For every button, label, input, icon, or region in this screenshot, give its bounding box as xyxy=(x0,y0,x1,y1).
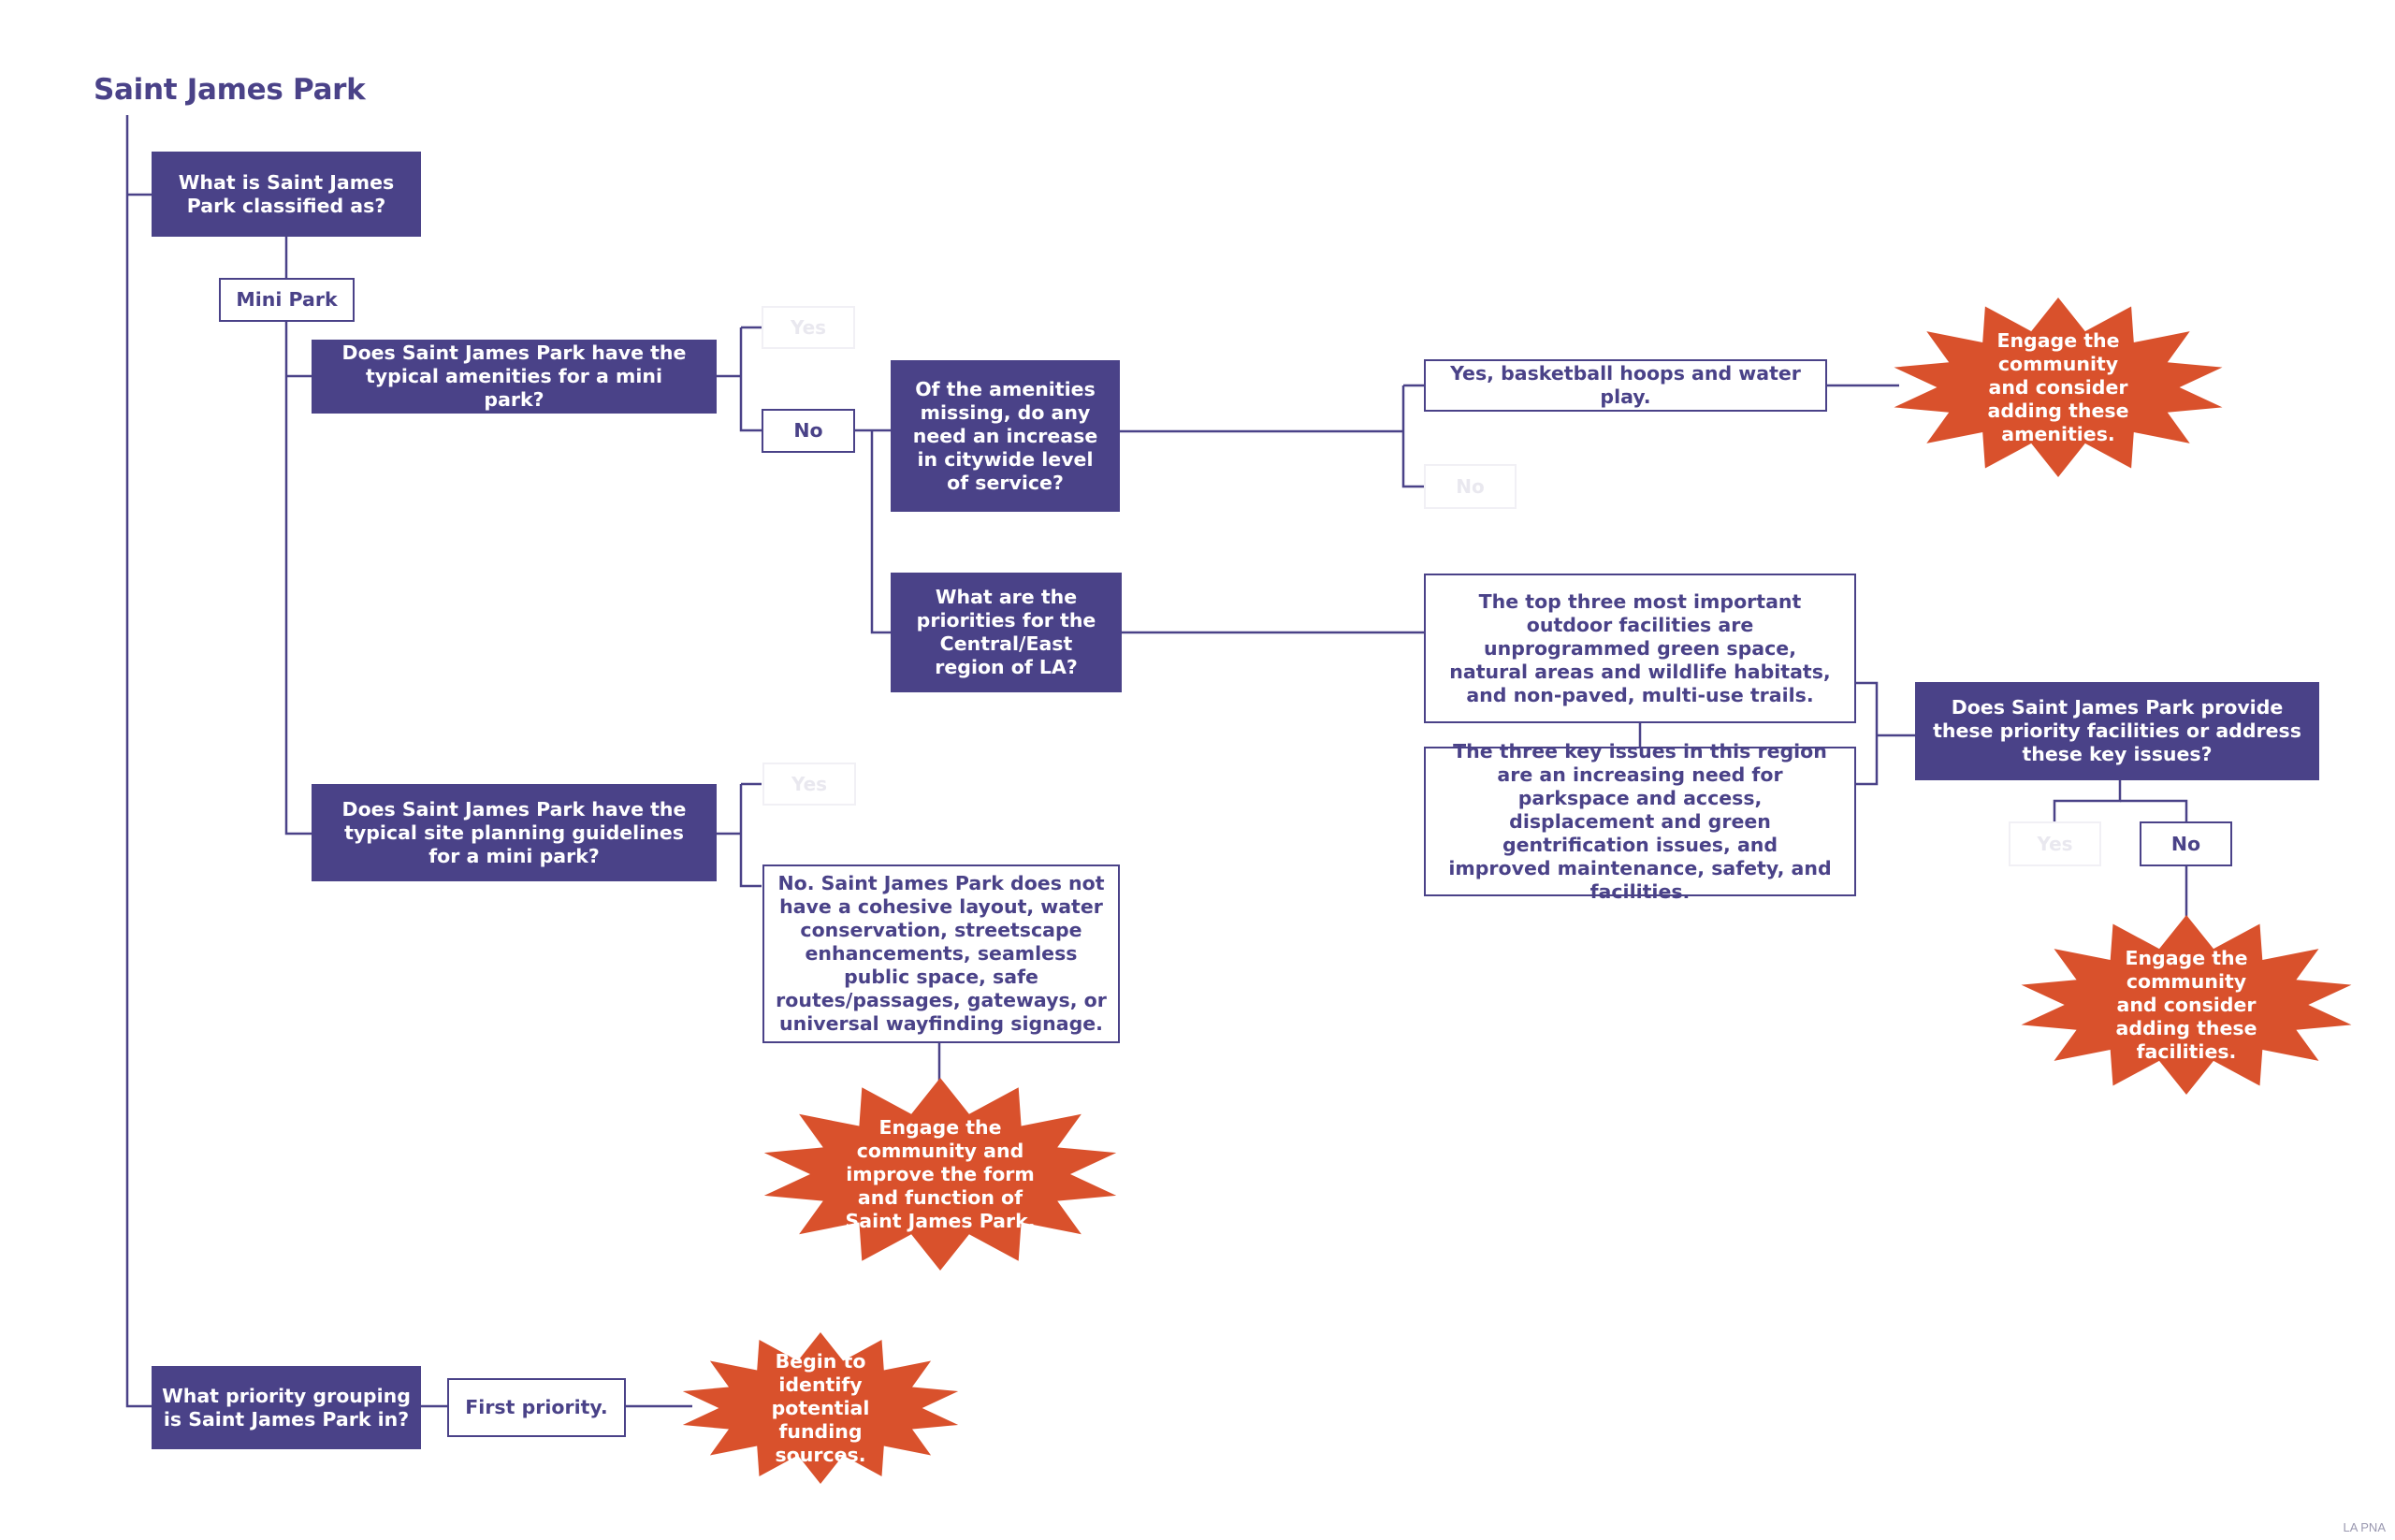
result-engage-form-function-text: Engage the community and improve the for… xyxy=(845,1115,1036,1232)
connector-no-to-priorities xyxy=(870,430,891,634)
footer-credit: LA PNA xyxy=(2343,1520,2386,1534)
question-amenities-text: Does Saint James Park have the typical a… xyxy=(341,341,687,411)
answer-site-yes: Yes xyxy=(762,763,856,806)
answer-top-three-facilities-text: The top three most important outdoor fac… xyxy=(1449,589,1831,706)
answer-missing-no: No xyxy=(1424,464,1517,509)
answer-mini-park: Mini Park xyxy=(219,278,355,322)
question-priority-group: What priority grouping is Saint James Pa… xyxy=(152,1366,421,1449)
answer-key-issues: The three key issues in this region are … xyxy=(1424,740,1856,903)
burst-shape xyxy=(1894,298,2223,477)
question-priority-group-text: What priority grouping is Saint James Pa… xyxy=(162,1384,411,1431)
question-amenities: Does Saint James Park have the typical a… xyxy=(312,340,717,414)
result-funding: Begin to identify potential funding sour… xyxy=(677,1330,964,1486)
answer-provide-no-text: No xyxy=(2170,832,2201,855)
connector-minipark-spine xyxy=(284,322,312,835)
answer-key-issues-text: The three key issues in this region are … xyxy=(1448,739,1832,903)
burst-shape xyxy=(2021,915,2352,1095)
connector-provide-branch xyxy=(2053,780,2122,821)
question-priorities-text: What are the priorities for the Central/… xyxy=(916,586,1096,678)
answer-provide-no: No xyxy=(2140,821,2232,866)
result-engage-facilities-text: Engage the community and consider adding… xyxy=(2115,946,2257,1063)
answer-top-three-facilities: The top three most important outdoor fac… xyxy=(1424,574,1856,723)
answer-amenities-no-text: No xyxy=(793,419,823,442)
answer-site-no-text: No. Saint James Park does not have a coh… xyxy=(776,872,1107,1035)
result-engage-amenities: Engage the community and consider adding… xyxy=(1888,296,2228,479)
answer-mini-park-text: Mini Park xyxy=(236,288,338,311)
answer-amenities-no: No xyxy=(762,409,855,453)
question-classification: What is Saint James Park classified as? xyxy=(152,152,421,237)
question-priorities: What are the priorities for the Central/… xyxy=(891,573,1122,692)
question-site-planning-text: Does Saint James Park have the typical s… xyxy=(341,797,687,867)
result-engage-amenities-text: Engage the community and consider adding… xyxy=(1987,328,2129,445)
answer-provide-yes: Yes xyxy=(2009,821,2101,866)
question-missing-amenities: Of the amenities missing, do any need an… xyxy=(891,360,1120,512)
answer-provide-yes-text: Yes xyxy=(2037,832,2073,855)
answer-first-priority-text: First priority. xyxy=(465,1396,608,1418)
page-title: Saint James Park xyxy=(94,73,366,107)
result-engage-facilities: Engage the community and consider adding… xyxy=(2015,913,2358,1097)
question-missing-amenities-text: Of the amenities missing, do any need an… xyxy=(912,377,1098,494)
answer-first-priority: First priority. xyxy=(447,1378,626,1437)
answer-amenities-yes-text: Yes xyxy=(790,315,827,339)
question-site-planning: Does Saint James Park have the typical s… xyxy=(312,784,717,881)
question-provide-facilities-text: Does Saint James Park provide these prio… xyxy=(1933,696,2301,765)
answer-basketball-water-play-text: Yes, basketball hoops and water play. xyxy=(1450,362,1801,408)
question-classification-text: What is Saint James Park classified as? xyxy=(178,170,395,217)
answer-site-yes-text: Yes xyxy=(791,772,828,795)
burst-shape xyxy=(763,1078,1117,1271)
answer-basketball-water-play: Yes, basketball hoops and water play. xyxy=(1424,359,1827,412)
result-engage-form-function: Engage the community and improve the for… xyxy=(758,1076,1123,1272)
connector-main-spine xyxy=(125,115,152,1408)
connector-amenities-yes xyxy=(739,327,762,432)
answer-site-no: No. Saint James Park does not have a coh… xyxy=(762,864,1120,1043)
connector-answers-to-provide xyxy=(1856,681,1879,786)
burst-shape xyxy=(682,1332,959,1484)
connector-site-branch xyxy=(739,784,762,888)
answer-amenities-yes: Yes xyxy=(762,306,855,349)
result-funding-text: Begin to identify potential funding sour… xyxy=(771,1349,870,1466)
connector-missing-branch xyxy=(1401,385,1424,488)
question-provide-facilities: Does Saint James Park provide these prio… xyxy=(1915,682,2319,780)
answer-missing-no-text: No xyxy=(1456,474,1485,498)
